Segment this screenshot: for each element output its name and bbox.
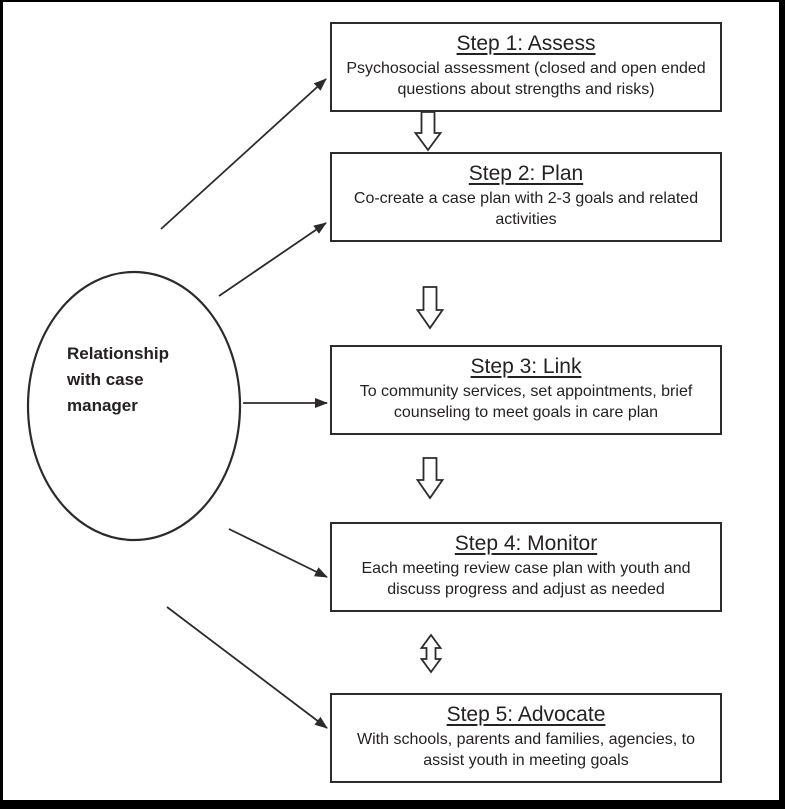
arrow-ellipse-to-step-5	[166, 606, 328, 729]
step-box-3: Step 3: Link To community services, set …	[330, 345, 722, 435]
flow-arrow-step-2-to-3	[415, 286, 445, 330]
arrow-ellipse-to-step-1	[160, 78, 327, 230]
step-box-5: Step 5: Advocate With schools, parents a…	[330, 693, 722, 783]
arrow-ellipse-to-step-4	[228, 528, 328, 578]
arrow-ellipse-to-step-2	[218, 222, 327, 297]
step-5-description: With schools, parents and families, agen…	[357, 731, 695, 769]
step-box-2: Step 2: Plan Co-create a case plan with …	[330, 152, 722, 242]
step-5-title: Step 5: Advocate	[446, 703, 606, 726]
step-4-description: Each meeting review case plan with youth…	[361, 560, 691, 598]
relationship-ellipse	[26, 270, 242, 542]
flow-arrow-step-1-to-2	[413, 111, 443, 152]
step-1-title: Step 1: Assess	[456, 32, 596, 55]
step-box-4: Step 4: Monitor Each meeting review case…	[330, 522, 722, 612]
flow-arrow-step-3-to-4	[415, 457, 445, 500]
step-2-title: Step 2: Plan	[468, 162, 584, 185]
step-3-description: To community services, set appointments,…	[359, 383, 693, 421]
step-3-title: Step 3: Link	[470, 355, 582, 378]
step-box-1: Step 1: Assess Psychosocial assessment (…	[330, 22, 722, 112]
step-4-title: Step 4: Monitor	[454, 532, 598, 555]
step-1-description: Psychosocial assessment (closed and open…	[346, 60, 706, 98]
flow-arrow-step-4-to-5-bidirectional	[419, 633, 443, 674]
relationship-ellipse-label: Relationship with case manager	[67, 344, 170, 415]
step-2-description: Co-create a case plan with 2-3 goals and…	[353, 190, 699, 228]
